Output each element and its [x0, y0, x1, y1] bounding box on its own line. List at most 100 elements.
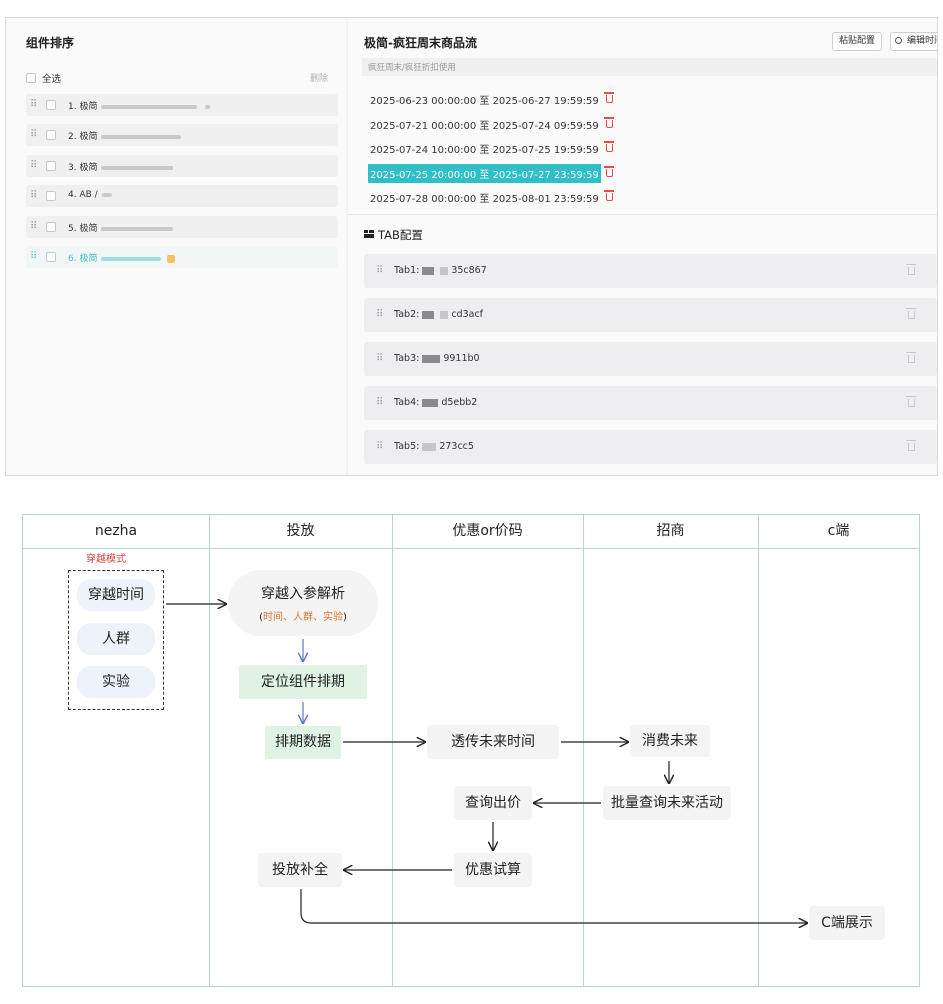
drag-handle-icon[interactable]: ⠿ [376, 265, 383, 276]
swimlane-flowchart: nezha 投放 优惠or价码 招商 c端 穿越模式 穿越时间 人群 实验 穿越… [22, 514, 920, 987]
component-row[interactable]: ⠿ 2. 极简 [26, 124, 338, 146]
delete-icon[interactable] [906, 440, 916, 451]
component-row[interactable]: ⠿ 4. AB / [26, 185, 338, 207]
tab-row[interactable]: ⠿ Tab4:d5ebb2 [364, 386, 937, 420]
lane-header-discount: 优惠or价码 [392, 515, 583, 549]
drag-handle-icon[interactable]: ⠿ [30, 129, 37, 140]
lane-divider [209, 515, 210, 986]
date-range-selected[interactable]: 2025-07-25 20:00:00 至 2025-07-27 23:59:5… [368, 164, 601, 183]
tab-section-title: TAB配置 [378, 228, 423, 242]
tab-label: Tab5: [394, 441, 420, 452]
config-screenshot: 组件排序 全选 删除 ⠿ 1. 极简 ⠿ 2. 极简 ⠿ 3. 极简 ⠿ 4. … [6, 18, 937, 475]
date-range-text: 2025-07-28 00:00:00 至 2025-08-01 23:59:5… [370, 194, 599, 205]
lane-header-nezha: nezha [23, 515, 209, 549]
tab-row[interactable]: ⠿ Tab5: 273cc5 [364, 430, 937, 464]
row-checkbox[interactable] [46, 100, 56, 110]
component-label: 6. 极简 [68, 254, 98, 264]
delete-icon[interactable] [604, 92, 614, 103]
pass-time-node: 透传未来时间 [427, 725, 559, 759]
date-range[interactable]: 2025-07-28 00:00:00 至 2025-08-01 23:59:5… [368, 188, 601, 207]
tab-row[interactable]: ⠿ Tab2: cd3acf [364, 298, 937, 332]
delete-icon[interactable] [604, 190, 614, 201]
component-label: 1. 极简 [68, 102, 98, 112]
row-checkbox[interactable] [46, 222, 56, 232]
component-label: 4. AB / [68, 190, 98, 200]
edit-time-button[interactable]: 编辑时间 [890, 32, 937, 51]
component-row[interactable]: ⠿ 1. 极简 [26, 94, 338, 116]
tab-suffix: 35c867 [451, 265, 487, 276]
trial-calc-node: 优惠试算 [454, 853, 532, 887]
component-row-selected[interactable]: ⠿ 6. 极简 [26, 246, 338, 268]
row-checkbox[interactable] [46, 191, 56, 201]
parse-node-detail: 时间、人群、实验 [263, 612, 343, 623]
delete-icon[interactable] [906, 264, 916, 275]
paren-open: ( [259, 612, 263, 623]
redacted-text [101, 226, 174, 231]
tab-suffix: cd3acf [451, 309, 484, 320]
date-range[interactable]: 2025-07-21 00:00:00 至 2025-07-24 09:59:5… [368, 115, 601, 134]
redacted-text [101, 256, 162, 261]
lane-header-client: c端 [758, 515, 919, 549]
pill-experiment: 实验 [77, 666, 155, 698]
date-range[interactable]: 2025-07-24 10:00:00 至 2025-07-25 19:59:5… [368, 139, 601, 158]
batch-query-node: 批量查询未来活动 [603, 786, 731, 820]
product-flow-panel: 极简-疯狂周末商品流 粘贴配置 编辑时间 疯狂周末/疯狂折扣使用 2025-06… [348, 18, 937, 475]
delete-icon[interactable] [906, 396, 916, 407]
mode-label: 穿越模式 [86, 554, 126, 565]
row-checkbox[interactable] [46, 130, 56, 140]
divider [348, 214, 937, 215]
delete-button[interactable]: 删除 [310, 74, 329, 84]
tab-label: Tab1: [394, 265, 420, 276]
delete-icon[interactable] [906, 352, 916, 363]
date-range[interactable]: 2025-06-23 00:00:00 至 2025-06-27 19:59:5… [368, 90, 601, 109]
delete-icon[interactable] [604, 141, 614, 152]
redacted-text [101, 192, 112, 197]
tab-row[interactable]: ⠿ Tab3:9911b0 [364, 342, 937, 376]
lane-divider [583, 515, 584, 986]
pill-time: 穿越时间 [77, 579, 155, 611]
clock-icon [895, 37, 902, 44]
tab-label: Tab4: [394, 397, 420, 408]
delete-icon[interactable] [604, 166, 614, 177]
locate-node: 定位组件排期 [239, 665, 367, 699]
paren-close: ) [343, 612, 347, 623]
select-all-label: 全选 [42, 74, 62, 85]
component-sort-panel: 组件排序 全选 删除 ⠿ 1. 极简 ⠿ 2. 极简 ⠿ 3. 极简 ⠿ 4. … [6, 18, 346, 475]
parse-node-subtitle: (时间、人群、实验) [228, 608, 378, 623]
link-icon[interactable] [167, 254, 176, 263]
lane-divider [758, 515, 759, 986]
subtitle-bar: 疯狂周末/疯狂折扣使用 [362, 58, 937, 76]
drag-handle-icon[interactable]: ⠿ [30, 160, 37, 171]
component-row[interactable]: ⠿ 5. 极简 [26, 216, 338, 238]
paste-config-button[interactable]: 粘贴配置 [832, 32, 883, 51]
drag-handle-icon[interactable]: ⠿ [376, 309, 383, 320]
row-checkbox[interactable] [46, 252, 56, 262]
redacted-text [422, 398, 439, 407]
date-range-text: 2025-07-21 00:00:00 至 2025-07-24 09:59:5… [370, 121, 599, 132]
parse-node: 穿越入参解析 (时间、人群、实验) [228, 570, 378, 636]
component-row[interactable]: ⠿ 3. 极简 [26, 155, 338, 177]
panel-title: 组件排序 [26, 36, 75, 50]
table-icon [364, 230, 374, 238]
delete-icon[interactable] [906, 308, 916, 319]
tab-suffix: 273cc5 [439, 441, 474, 452]
drag-handle-icon[interactable]: ⠿ [30, 251, 37, 262]
row-checkbox[interactable] [46, 161, 56, 171]
delete-icon[interactable] [604, 117, 614, 128]
panel-title: 极简-疯狂周末商品流 [364, 36, 477, 50]
tab-row[interactable]: ⠿ Tab1: 35c867 [364, 254, 937, 288]
component-label: 2. 极简 [68, 132, 98, 142]
client-display-node: C端展示 [809, 906, 885, 940]
redacted-text [101, 104, 198, 109]
pill-crowd: 人群 [77, 623, 155, 655]
tab-label: Tab2: [394, 309, 420, 320]
drag-handle-icon[interactable]: ⠿ [30, 190, 37, 201]
drag-handle-icon[interactable]: ⠿ [30, 221, 37, 232]
tab-label: Tab3: [394, 353, 420, 364]
drag-handle-icon[interactable]: ⠿ [376, 441, 383, 452]
redacted-text [422, 266, 435, 275]
drag-handle-icon[interactable]: ⠿ [376, 353, 383, 364]
select-all-checkbox[interactable] [26, 73, 36, 83]
drag-handle-icon[interactable]: ⠿ [30, 99, 37, 110]
drag-handle-icon[interactable]: ⠿ [376, 397, 383, 408]
